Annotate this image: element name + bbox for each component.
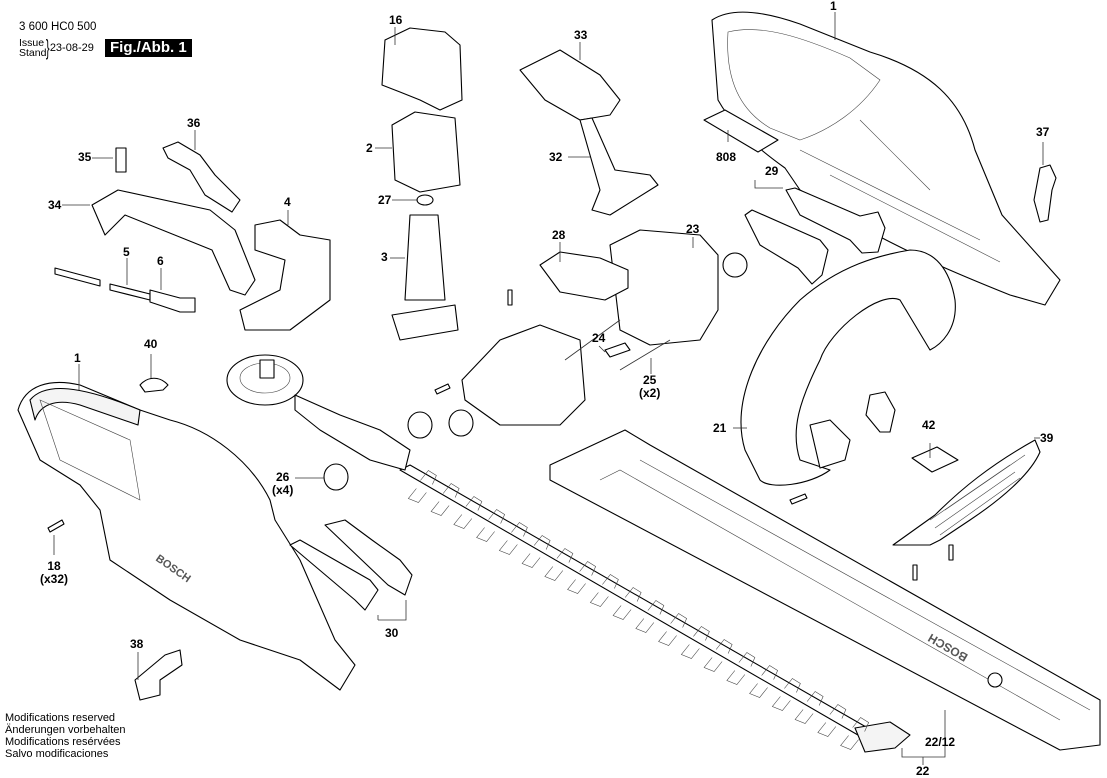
modifications-notice: Modifications reserved Änderungen vorbeh… [5,712,125,760]
callout-4: 4 [284,195,291,209]
damper-ring-26 [323,463,349,491]
figure-label: Fig./Abb. 1 [105,39,192,57]
callout-21: 21 [713,421,727,435]
callout-34: 34 [48,198,62,212]
blade-22 [399,464,911,753]
callout-30: 30 [385,626,399,640]
clip-40 [139,377,169,393]
callout-18: 18(x32) [40,560,68,586]
seal-ring [722,252,748,278]
callout-26-qty: (x4) [272,483,294,497]
notice-line-en: Modifications reserved [5,712,116,724]
callout-22-12: 22/12 [925,735,956,749]
switch-handle-34 [91,189,256,296]
callout-23: 23 [686,222,700,236]
housing-half-left: BOSCH [17,381,356,691]
blade-guard-22-12: BOSCH [549,429,1101,751]
callout-37: 37 [1036,125,1050,139]
callout-25: 25(x2) [639,374,660,400]
clip-37 [1033,164,1057,223]
screw [434,383,451,395]
callout-1-left: 1 [74,351,81,365]
callout-29: 29 [765,164,779,178]
callout-22: 22 [916,764,930,778]
armature-3 [391,214,459,341]
screw [912,564,918,581]
cover-grille-39 [892,439,1041,546]
callout-808: 808 [716,150,737,164]
callout-27: 27 [378,193,392,207]
lever-32 [579,117,659,216]
front-handle-21 [740,249,956,486]
screw [789,493,808,505]
callout-33: 33 [574,28,588,42]
switch-lever-30a [289,539,379,611]
brush-holder-16 [381,27,463,111]
pin-25a [564,319,621,361]
callout-5: 5 [123,245,130,259]
brace-icon: } [46,35,50,60]
damper-ring [407,411,433,439]
screw-18 [47,519,65,533]
issue-label: Issue [19,37,45,49]
o-ring-27 [416,194,434,206]
callout-2: 2 [366,141,373,155]
callout-25-id: 25 [642,373,657,387]
spring-35 [115,147,127,173]
damper-ring [448,409,474,437]
field-stator-2 [391,111,461,193]
cable-grommet-6 [149,289,196,313]
callout-28: 28 [552,228,566,242]
pin-25b [619,339,671,371]
gear-drive [226,354,411,471]
switch-trigger-29 [744,187,886,285]
stand-label: Stand [19,47,47,59]
callout-18-id: 18 [47,559,61,573]
power-cable-5 [54,267,151,301]
screw [948,544,954,561]
nameplate-808 [703,109,779,153]
callout-39: 39 [1040,431,1054,445]
label-42 [911,446,959,473]
screw [507,289,513,306]
callout-16: 16 [389,13,403,27]
frame-seal-33 [519,49,621,121]
callout-42: 42 [922,418,936,432]
leader-lines [53,12,1044,765]
callout-32: 32 [549,150,563,164]
clip-38 [134,649,183,701]
callout-1-right: 1 [830,0,837,13]
callout-18-qty: (x32) [40,572,69,586]
notice-line-de: Änderungen vorbehalten [5,724,126,736]
callout-26-id: 26 [275,470,290,484]
housing-half-right [711,11,1061,306]
callout-6: 6 [157,254,164,268]
callout-40: 40 [144,337,158,351]
gasket-28 [539,251,629,301]
issue-date: 23-08-29 [49,42,94,54]
key-24 [604,342,631,358]
callout-25-qty: (x2) [639,386,661,400]
callout-36: 36 [187,116,201,130]
notice-line-es: Salvo modificaciones [5,748,109,760]
document-number: 3 600 HC0 500 [19,21,97,33]
callout-38: 38 [130,637,144,651]
notice-line-fr: Modifications resérvées [5,736,121,748]
callout-35: 35 [78,150,92,164]
callout-3: 3 [381,250,388,264]
lock-lever-36 [162,141,241,213]
switch-wiring-4 [239,219,331,331]
callout-24: 24 [592,331,606,345]
gear-housing-23 [461,229,719,426]
switch-lever-30b [324,519,413,596]
callout-26: 26(x4) [272,471,293,497]
